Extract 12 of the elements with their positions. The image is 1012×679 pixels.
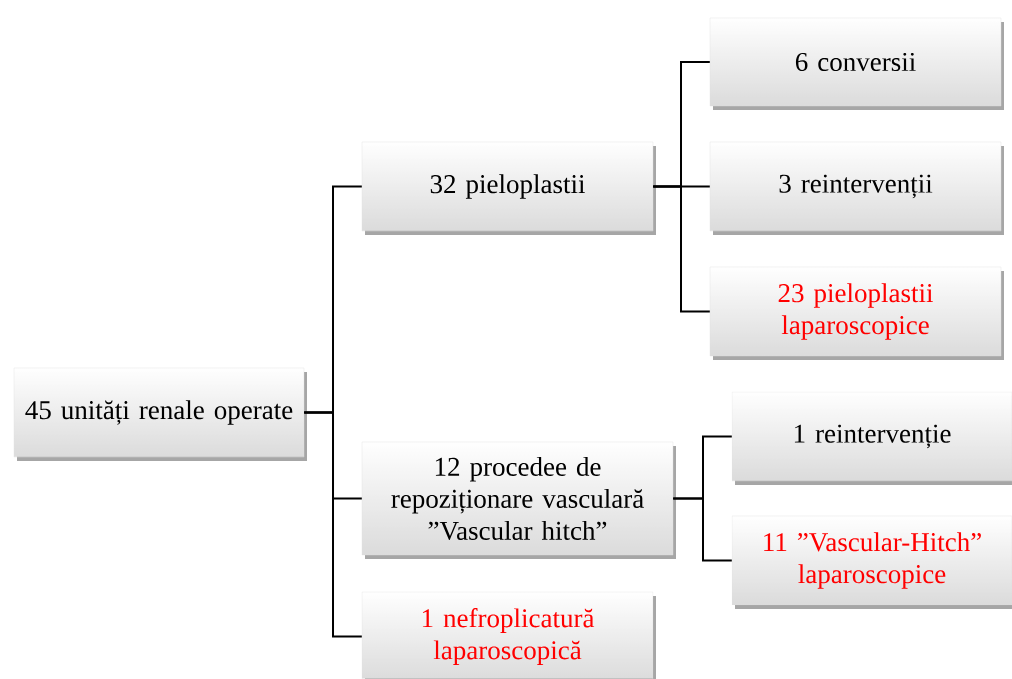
connector-line (672, 497, 733, 562)
text-box: 12 procedee de repoziționare vasculară ”Vascular hitch” (361, 441, 676, 559)
connector-line (652, 185, 711, 313)
text-box: 1 nefroplicatură laparoscopică (361, 591, 656, 679)
connector-line (303, 411, 363, 638)
text-box: 23 pieloplastii laparoscopice (709, 266, 1004, 360)
text-box: 11 ”Vascular-Hitch” laparoscopice (731, 515, 1012, 609)
text-box: 32 pieloplastii (361, 141, 656, 235)
text-box: 3 reintervenții (709, 141, 1004, 235)
text-box: 1 reintervenție (731, 391, 1012, 485)
text-box: 6 conversii (709, 17, 1004, 110)
text-box: 45 unități renale operate (13, 367, 307, 461)
